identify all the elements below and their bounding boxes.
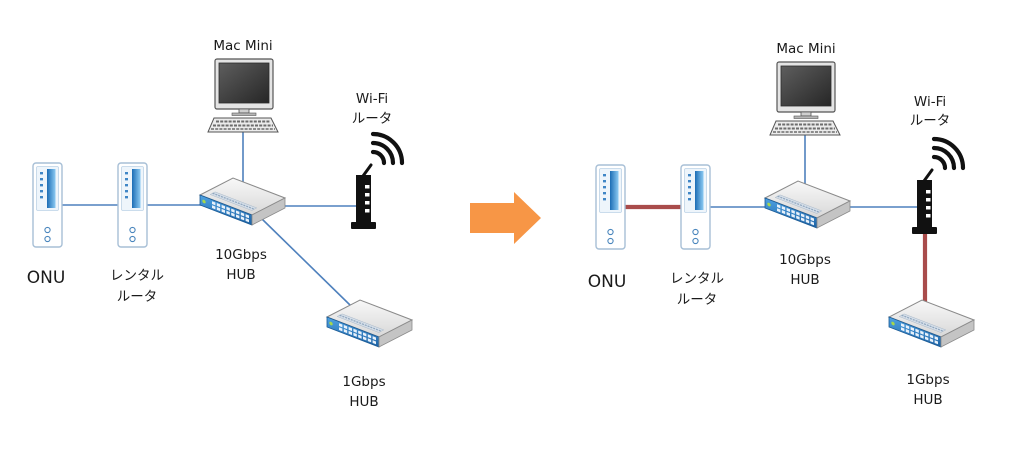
hub-10g-label-line2: HUB bbox=[790, 272, 819, 288]
before-diagram: Mac Mini Wi-Fi ルータ ONU レンタル ルータ 10Gbps H… bbox=[27, 38, 413, 410]
arrow-right-icon bbox=[470, 192, 541, 244]
network-switch-1g-icon bbox=[326, 299, 413, 348]
network-switch-10g-icon bbox=[199, 177, 286, 226]
router-device-icon bbox=[680, 164, 711, 250]
hub-10g-label-line1: 10Gbps bbox=[215, 247, 267, 263]
onu-device-icon bbox=[32, 162, 63, 248]
rental-router-label-line1: レンタル bbox=[670, 271, 724, 287]
hub-10g-label-line2: HUB bbox=[226, 267, 255, 283]
rental-router-label-line2: ルータ bbox=[677, 292, 718, 308]
hub-10g-label-line1: 10Gbps bbox=[779, 252, 831, 268]
router-device-icon bbox=[117, 162, 148, 248]
link-10g-hub-to-1g-hub bbox=[261, 218, 351, 306]
wifi-router-label-line1: Wi-Fi bbox=[356, 91, 388, 107]
mac-mini-label: Mac Mini bbox=[776, 41, 835, 57]
mac-mini-label: Mac Mini bbox=[213, 38, 272, 54]
network-switch-1g-icon bbox=[888, 299, 975, 348]
wifi-router-label-line2: ルータ bbox=[352, 111, 393, 127]
hub-1g-label-line1: 1Gbps bbox=[906, 372, 949, 388]
rental-router-label-line1: レンタル bbox=[110, 268, 164, 284]
desktop-computer-icon bbox=[769, 61, 841, 136]
wifi-router-label-line2: ルータ bbox=[910, 113, 951, 129]
wifi-router-icon bbox=[912, 139, 963, 234]
hub-1g-label-line2: HUB bbox=[913, 392, 942, 408]
network-switch-10g-icon bbox=[764, 180, 851, 229]
hub-1g-label-line1: 1Gbps bbox=[342, 374, 385, 390]
onu-label: ONU bbox=[588, 272, 627, 292]
after-diagram: Mac Mini Wi-Fi ルータ ONU レンタル ルータ 10Gbps H… bbox=[588, 41, 975, 408]
wifi-router-label-line1: Wi-Fi bbox=[914, 94, 946, 110]
onu-label: ONU bbox=[27, 268, 66, 288]
wifi-router-icon bbox=[351, 134, 402, 229]
rental-router-label-line2: ルータ bbox=[117, 289, 158, 305]
desktop-computer-icon bbox=[207, 58, 279, 133]
onu-device-icon bbox=[595, 164, 626, 250]
hub-1g-label-line2: HUB bbox=[349, 394, 378, 410]
